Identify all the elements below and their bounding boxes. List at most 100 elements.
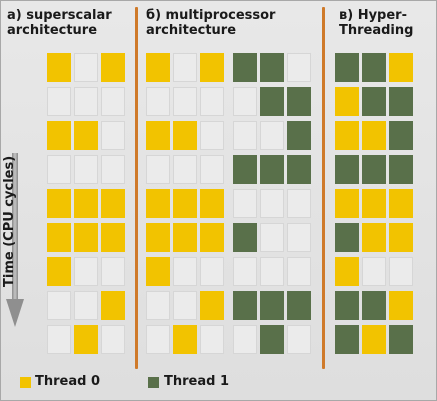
legend-label-thread0: Thread 0 [35, 374, 100, 389]
cell-empty [47, 325, 71, 354]
cell-thread0 [335, 189, 359, 218]
cell-thread0 [362, 189, 386, 218]
cell-empty [260, 257, 284, 286]
cell-empty [260, 223, 284, 252]
cell-thread0 [200, 53, 224, 82]
cell-thread1 [389, 87, 413, 116]
cell-empty [173, 257, 197, 286]
multiprocessor-grid-thread1 [233, 53, 314, 359]
cell-empty [200, 121, 224, 150]
cell-thread0 [74, 223, 98, 252]
cell-empty [287, 189, 311, 218]
cell-thread0 [47, 189, 71, 218]
hyperthreading-grid [335, 53, 416, 359]
cell-thread0 [101, 189, 125, 218]
cell-thread1 [335, 325, 359, 354]
cell-thread0 [101, 223, 125, 252]
cell-empty [47, 291, 71, 320]
cell-empty [200, 87, 224, 116]
cell-thread0 [200, 291, 224, 320]
superscalar-grid [47, 53, 128, 359]
cell-thread0 [74, 121, 98, 150]
cell-empty [74, 155, 98, 184]
cell-empty [173, 53, 197, 82]
cell-empty [74, 257, 98, 286]
cell-thread0 [335, 121, 359, 150]
panel-title-hyperthreading: в) Hyper- Threading [339, 8, 414, 38]
cell-empty [101, 257, 125, 286]
cell-thread1 [389, 155, 413, 184]
cell-thread0 [173, 189, 197, 218]
cell-thread0 [47, 121, 71, 150]
cell-empty [233, 189, 257, 218]
cell-thread0 [146, 223, 170, 252]
cell-empty [74, 53, 98, 82]
cell-thread1 [287, 155, 311, 184]
cell-thread1 [260, 325, 284, 354]
panel-divider-1 [135, 7, 138, 369]
cell-thread0 [74, 189, 98, 218]
cell-empty [287, 257, 311, 286]
panel-title-superscalar: а) superscalar architecture [7, 8, 112, 38]
cell-thread0 [173, 325, 197, 354]
cell-thread1 [260, 155, 284, 184]
time-arrow-icon [6, 153, 24, 327]
cell-thread1 [287, 291, 311, 320]
cell-empty [47, 155, 71, 184]
cell-empty [260, 189, 284, 218]
cell-thread0 [146, 121, 170, 150]
cell-thread0 [335, 87, 359, 116]
cell-thread0 [146, 53, 170, 82]
cell-thread1 [287, 121, 311, 150]
cell-thread1 [335, 155, 359, 184]
cell-thread1 [287, 87, 311, 116]
cell-empty [287, 53, 311, 82]
cell-empty [389, 257, 413, 286]
cell-thread1 [233, 223, 257, 252]
cell-empty [173, 291, 197, 320]
cell-thread0 [101, 53, 125, 82]
cell-thread1 [260, 291, 284, 320]
cell-thread1 [335, 291, 359, 320]
cell-thread0 [146, 257, 170, 286]
cell-empty [233, 87, 257, 116]
panel-title-multiprocessor: б) multiprocessor architecture [146, 8, 276, 38]
cell-empty [362, 257, 386, 286]
cell-empty [101, 325, 125, 354]
cell-empty [173, 155, 197, 184]
cell-thread0 [389, 291, 413, 320]
cell-thread0 [389, 189, 413, 218]
cell-thread0 [146, 189, 170, 218]
cell-empty [233, 325, 257, 354]
cell-thread1 [233, 53, 257, 82]
cell-thread0 [47, 223, 71, 252]
cell-thread0 [200, 189, 224, 218]
cell-empty [260, 121, 284, 150]
cell-thread1 [389, 325, 413, 354]
cell-thread0 [389, 53, 413, 82]
cell-thread1 [335, 223, 359, 252]
cell-empty [101, 121, 125, 150]
cell-empty [287, 223, 311, 252]
panel-divider-2 [322, 7, 325, 369]
cell-thread0 [101, 291, 125, 320]
cell-thread0 [173, 223, 197, 252]
cell-empty [200, 155, 224, 184]
cell-thread0 [362, 223, 386, 252]
cell-empty [101, 87, 125, 116]
cell-empty [200, 257, 224, 286]
cell-empty [74, 87, 98, 116]
cell-thread1 [362, 87, 386, 116]
cell-thread1 [233, 291, 257, 320]
cell-thread0 [47, 53, 71, 82]
cell-empty [47, 87, 71, 116]
cell-empty [146, 291, 170, 320]
cell-empty [233, 257, 257, 286]
cell-thread1 [389, 121, 413, 150]
cell-thread1 [362, 155, 386, 184]
cell-empty [146, 155, 170, 184]
cell-thread1 [362, 291, 386, 320]
time-axis-label: Time (CPU cycles) [2, 156, 17, 288]
multiprocessor-grid-thread0 [146, 53, 227, 359]
